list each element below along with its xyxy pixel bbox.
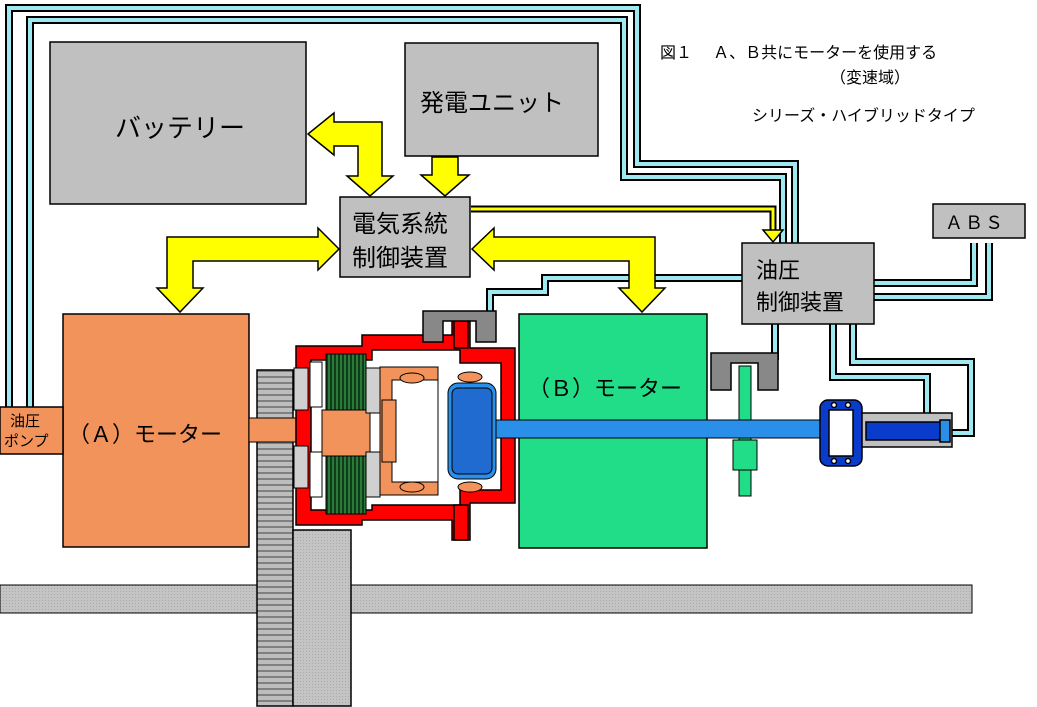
arrow-generator-controller xyxy=(419,156,471,197)
battery-box xyxy=(49,41,307,205)
figure-title-line2: シリーズ・ハイブリッドタイプ xyxy=(752,106,975,125)
arrow-controller-hydraulic xyxy=(471,205,785,244)
generator-unit-box xyxy=(404,42,599,157)
electric-controller-box xyxy=(339,196,471,278)
motor-b-label: （Ｂ）モーター xyxy=(528,377,683,402)
figure-title: 図１ Ａ、Ｂ共にモーターを使用する シリーズ・ハイブリッドタイプ xyxy=(660,0,975,147)
electric-controller-label-1: 電気系統 xyxy=(352,210,448,238)
top-caps xyxy=(422,310,779,391)
figure-title-line1: 図１ Ａ、Ｂ共にモーターを使用する xyxy=(660,43,938,62)
motor-a-label: （Ａ）モーター xyxy=(68,423,223,448)
battery-label: バッテリー xyxy=(115,114,246,144)
generator-unit-label: 発電ユニット xyxy=(420,89,564,117)
drive-gear xyxy=(256,369,352,707)
arrow-controller-motor-a xyxy=(155,226,341,314)
hydraulic-controller-label-2: 制御装置 xyxy=(756,291,845,316)
abs-box xyxy=(932,203,1026,239)
oil-pump xyxy=(0,406,64,455)
motor-a xyxy=(62,313,250,548)
figure-mode: （変速域） xyxy=(830,68,911,87)
oil-pump-label-1: 油圧 xyxy=(10,412,41,430)
abs-label: ＡＢＳ xyxy=(945,213,1005,234)
motor-b-shaft xyxy=(495,419,835,439)
brake-piston xyxy=(732,365,758,497)
power-arrows xyxy=(155,111,667,314)
hydraulic-controller-box xyxy=(741,242,875,325)
arrow-controller-motor-b xyxy=(470,226,667,314)
output-shaft xyxy=(0,584,973,614)
hydraulic-controller-label-1: 油圧 xyxy=(756,259,801,284)
hydraulic-actuator xyxy=(819,399,953,467)
clutch-actuator xyxy=(447,371,497,493)
arrow-battery-controller xyxy=(306,111,396,197)
electric-controller-label-2: 制御装置 xyxy=(352,244,448,272)
oil-pump-label-2: ポンプ xyxy=(4,432,49,450)
clutch-discs xyxy=(293,353,439,515)
